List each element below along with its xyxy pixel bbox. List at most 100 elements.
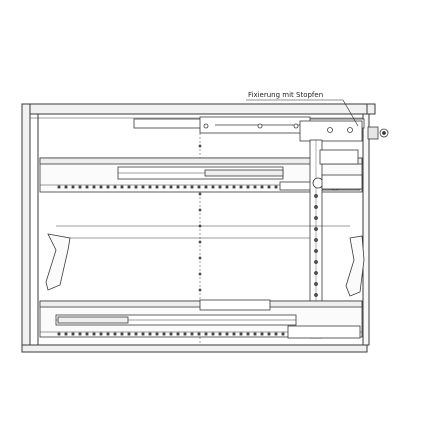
- lower-drawer-hole: [246, 332, 250, 336]
- center-hole: [198, 240, 202, 244]
- carcass-top-edge: [21, 103, 368, 115]
- lower-drawer-hole: [162, 332, 166, 336]
- upper-drawer-hole: [85, 185, 89, 189]
- lower-drawer-bracket-upper: [199, 299, 271, 311]
- upper-drawer-hole: [169, 185, 173, 189]
- carcass-left-wall: [21, 103, 31, 353]
- lower-drawer-bracket: [287, 325, 361, 339]
- top-rail-bolt: [257, 123, 263, 129]
- upper-drawer-hole: [232, 185, 236, 189]
- upper-drawer: [39, 157, 363, 193]
- lower-drawer-hole: [204, 332, 208, 336]
- upper-drawer-hole: [106, 185, 110, 189]
- lower-drawer-hole: [148, 332, 152, 336]
- rail-hole: [314, 271, 318, 275]
- upper-drawer-hole: [127, 185, 131, 189]
- basket-hangers: [45, 225, 365, 297]
- lower-drawer-hole: [120, 332, 124, 336]
- upper-drawer-hole: [267, 185, 271, 189]
- upper-drawer-hole: [64, 185, 68, 189]
- callout-leader: [342, 99, 359, 127]
- rail-roller: [312, 177, 324, 189]
- carcass-right-wall: [362, 113, 370, 346]
- top-rail-bolt: [327, 127, 333, 133]
- upper-drawer-hole: [197, 185, 201, 189]
- upper-drawer-hole: [162, 185, 166, 189]
- rail-mid-bracket: [321, 174, 363, 190]
- upper-drawer-hole-row: [57, 185, 299, 189]
- upper-drawer-hole: [176, 185, 180, 189]
- upper-drawer-hole: [218, 185, 222, 189]
- upper-drawer-hole: [120, 185, 124, 189]
- upper-drawer-hole: [239, 185, 243, 189]
- lower-drawer-hole: [253, 332, 257, 336]
- rail-upper-bracket: [319, 149, 359, 165]
- lower-drawer-hole: [169, 332, 173, 336]
- rail-hole: [314, 293, 318, 297]
- upper-drawer-hole: [225, 185, 229, 189]
- upper-drawer-hole: [57, 185, 61, 189]
- left-basket-hanger: [45, 233, 71, 291]
- lower-drawer-hole: [57, 332, 61, 336]
- upper-drawer-hole: [92, 185, 96, 189]
- center-hole: [198, 144, 202, 148]
- top-rail-bolt: [347, 127, 353, 133]
- lower-drawer-hole: [141, 332, 145, 336]
- upper-drawer-slide-inner: [204, 169, 284, 177]
- upper-drawer-hole: [211, 185, 215, 189]
- lower-drawer-hole: [218, 332, 222, 336]
- lower-drawer: [39, 299, 363, 339]
- lower-drawer-hole: [64, 332, 68, 336]
- upper-drawer-hole: [148, 185, 152, 189]
- upper-drawer-hole: [246, 185, 250, 189]
- lower-drawer-hole: [134, 332, 138, 336]
- upper-drawer-hole: [204, 185, 208, 189]
- lower-drawer-slide-inner: [57, 316, 129, 324]
- lower-drawer-hole: [197, 332, 201, 336]
- stopper-body: [367, 126, 379, 140]
- lower-drawer-hole: [106, 332, 110, 336]
- lower-drawer-hole: [211, 332, 215, 336]
- lower-drawer-hole: [78, 332, 82, 336]
- center-hole: [198, 288, 202, 292]
- center-hole: [198, 272, 202, 276]
- lower-drawer-hole: [155, 332, 159, 336]
- rail-hole: [314, 238, 318, 242]
- center-hole: [198, 192, 202, 196]
- lower-drawer-hole: [92, 332, 96, 336]
- lower-drawer-hole: [176, 332, 180, 336]
- top-rail-bolt: [293, 123, 299, 129]
- rail-hole: [314, 227, 318, 231]
- upper-drawer-hole: [253, 185, 257, 189]
- upper-drawer-hole: [113, 185, 117, 189]
- callout-label: Fixierung mit Stopfen: [248, 91, 323, 99]
- lower-drawer-hole: [225, 332, 229, 336]
- stopper: [367, 126, 389, 140]
- rail-hole: [314, 249, 318, 253]
- lower-drawer-hole: [99, 332, 103, 336]
- rail-hole: [314, 194, 318, 198]
- top-rail-bolt: [203, 123, 209, 129]
- right-basket-hanger: [345, 235, 365, 297]
- upper-drawer-hole: [71, 185, 75, 189]
- rail-hole: [314, 282, 318, 286]
- lower-drawer-hole: [113, 332, 117, 336]
- carcass-right-edge: [366, 103, 376, 115]
- stopper-cap-center: [382, 131, 386, 135]
- lower-drawer-hole: [71, 332, 75, 336]
- upper-drawer-hole: [134, 185, 138, 189]
- lower-drawer-hole: [232, 332, 236, 336]
- lower-drawer-hole: [190, 332, 194, 336]
- carcass-bottom-edge: [21, 344, 368, 353]
- upper-drawer-hole: [274, 185, 278, 189]
- upper-drawer-hole: [183, 185, 187, 189]
- rail-hole: [314, 205, 318, 209]
- top-rail-assembly: [133, 116, 365, 142]
- upper-drawer-hole: [190, 185, 194, 189]
- upper-drawer-front-strip: [39, 157, 363, 165]
- center-hole: [198, 208, 202, 212]
- lower-drawer-hole: [127, 332, 131, 336]
- upper-drawer-hole: [260, 185, 264, 189]
- center-hole: [198, 256, 202, 260]
